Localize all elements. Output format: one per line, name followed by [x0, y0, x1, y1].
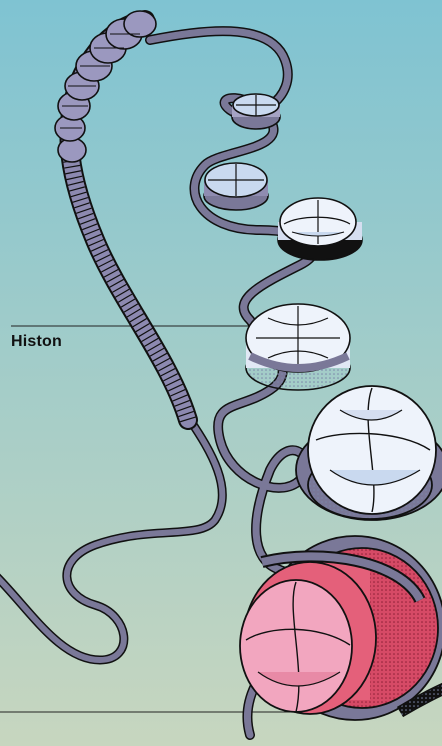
nucleosome-1: [232, 94, 280, 129]
nucleosome-2: [204, 163, 268, 210]
histone-label: Histon: [11, 333, 62, 351]
nucleosome-4-histone: [246, 304, 350, 390]
